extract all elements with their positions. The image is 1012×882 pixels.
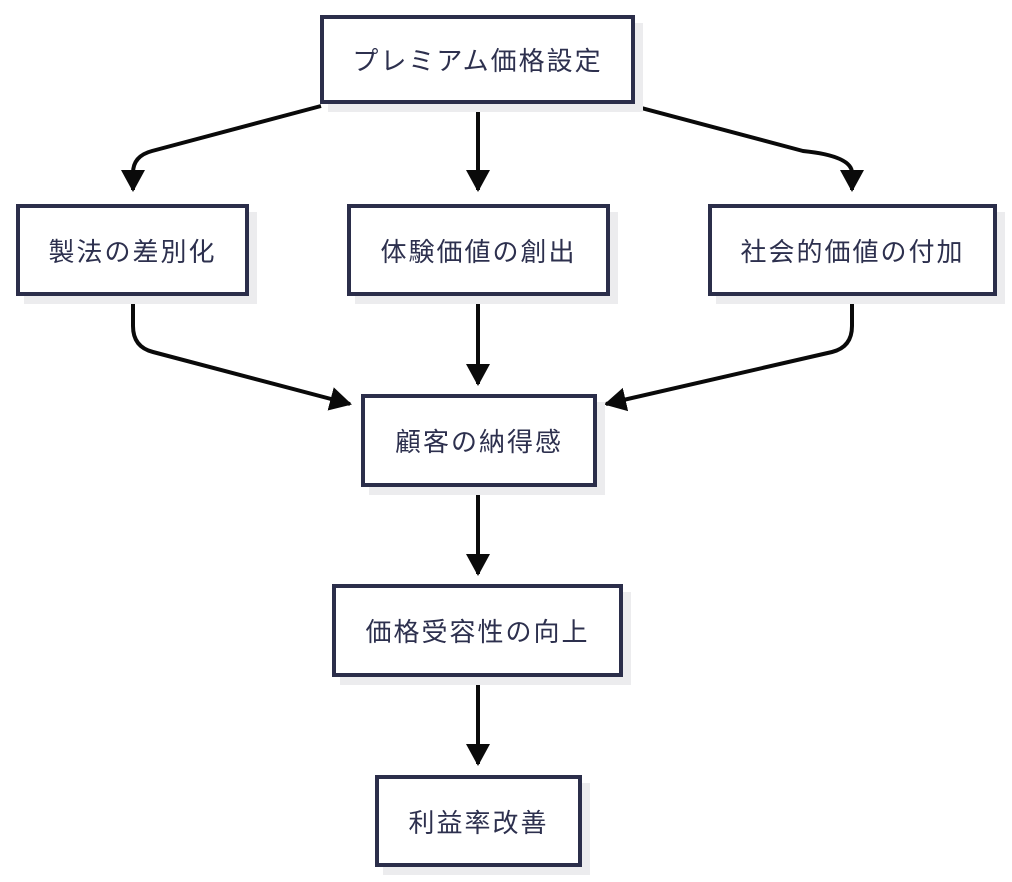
node-social-value: 社会的価値の付加	[708, 204, 997, 296]
node-social-value-label: 社会的価値の付加	[740, 236, 965, 267]
node-method-differentiation: 製法の差別化	[16, 204, 249, 296]
node-price-acceptance: 価格受容性の向上	[332, 584, 623, 677]
edge-premium-social	[633, 104, 864, 192]
node-profit-improvement-label: 利益率改善	[408, 807, 549, 838]
node-experience-value: 体験価値の創出	[347, 204, 610, 296]
node-customer-conviction: 顧客の納得感	[361, 394, 597, 487]
edge-premium-method	[121, 104, 322, 192]
node-premium-pricing: プレミアム価格設定	[320, 15, 635, 104]
node-customer-conviction-label: 顧客の納得感	[394, 427, 563, 457]
edge-social-customer	[604, 300, 854, 412]
edge-method-customer	[131, 300, 352, 411]
node-method-differentiation-label: 製法の差別化	[48, 236, 217, 267]
node-profit-improvement: 利益率改善	[375, 775, 582, 867]
node-price-acceptance-label: 価格受容性の向上	[365, 617, 590, 647]
node-premium-pricing-label: プレミアム価格設定	[352, 46, 603, 76]
node-experience-value-label: 体験価値の創出	[380, 236, 577, 267]
